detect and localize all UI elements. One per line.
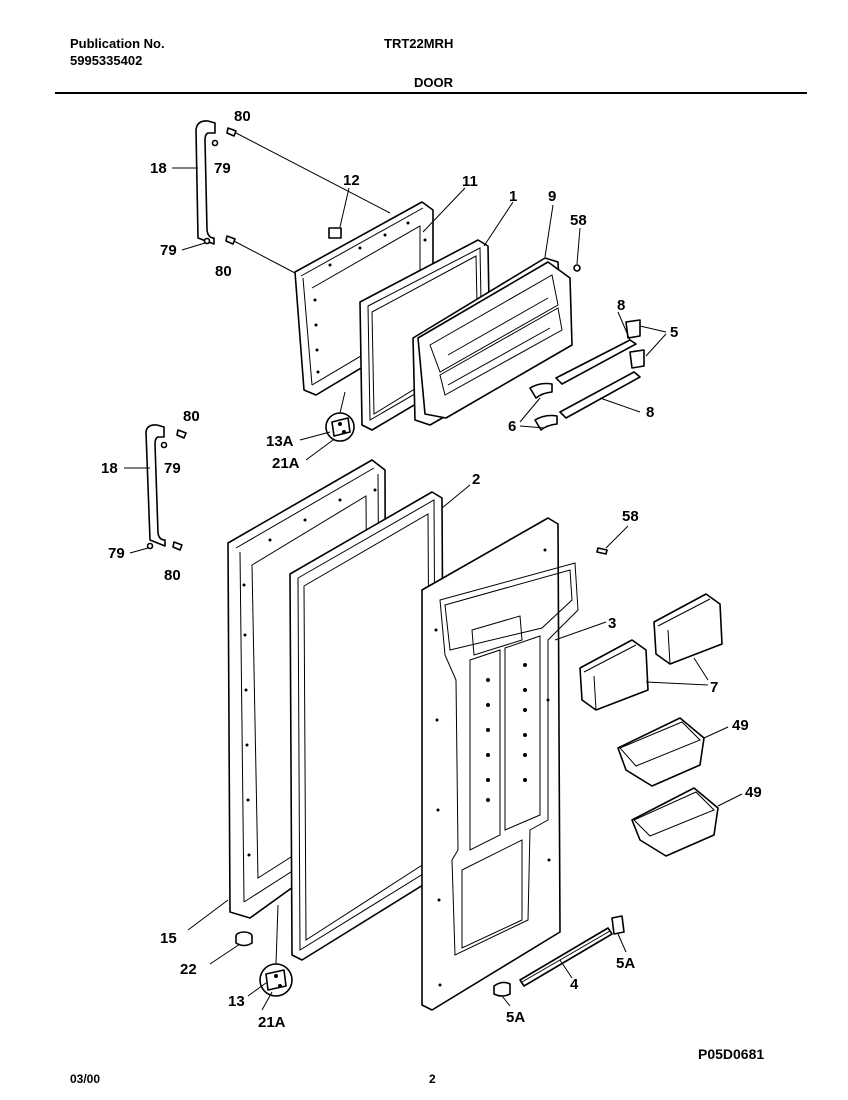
callout-49: 49 [745,784,762,801]
callout-11: 11 [462,173,478,190]
callout-21a: 21A [272,455,300,472]
callout-18: 18 [101,460,118,477]
callout-4: 4 [570,976,579,993]
bottom-shelf-rail [493,915,625,997]
callout-79: 79 [108,545,125,562]
screw-58-bottom [596,547,608,555]
screw-58-top [573,264,581,272]
hinge-13a [325,412,355,442]
freezer-door-shelves [417,261,573,419]
section-title: DOOR [414,75,453,90]
publication-number: 5995335402 [70,53,143,68]
callout-80: 80 [234,108,251,125]
callout-79: 79 [214,160,231,177]
hinge-13 [259,963,293,997]
callout-13: 13 [228,993,245,1010]
callout-79: 79 [160,242,177,259]
callout-18: 18 [150,160,167,177]
callout-8: 8 [617,297,625,314]
callout-80: 80 [215,263,232,280]
handle-screws-top [203,127,237,245]
header-rule [55,92,807,94]
fresh-food-door-liner [421,517,579,1011]
callout-5a: 5A [506,1009,525,1026]
callout-22: 22 [180,961,197,978]
page-number: 2 [429,1072,436,1086]
callout-5: 5 [670,324,678,341]
footer-date: 03/00 [70,1072,101,1086]
hinge-cap-22 [235,931,253,947]
callout-8: 8 [646,404,654,421]
handle-bottom [145,424,187,551]
callout-80: 80 [183,408,200,425]
freezer-shelf-rails [529,319,645,431]
handle-top [195,120,216,245]
callout-labels: 80 79 18 79 80 12 11 1 9 58 8 5 6 8 13A … [101,108,762,1031]
callout-79: 79 [164,460,181,477]
callout-3: 3 [608,615,616,632]
callout-13a: 13A [266,433,294,450]
callout-5a: 5A [616,955,635,972]
dairy-compartment-doors [579,593,723,711]
callout-9: 9 [548,188,556,205]
rating-label [328,227,342,239]
callout-12: 12 [343,172,360,189]
callout-21a: 21A [258,1014,286,1031]
callout-1: 1 [509,188,517,205]
callout-49: 49 [732,717,749,734]
model-number: TRT22MRH [384,36,454,51]
callout-7: 7 [710,679,718,696]
callout-80: 80 [164,567,181,584]
fresh-food-door-gasket [289,491,445,961]
callout-58: 58 [622,508,639,525]
publication-label: Publication No. [70,36,165,51]
callout-15: 15 [160,930,177,947]
door-bins [617,717,719,857]
diagram-code: P05D0681 [698,1046,765,1062]
callout-58: 58 [570,212,587,229]
callout-6: 6 [508,418,516,435]
callout-2: 2 [472,471,480,488]
